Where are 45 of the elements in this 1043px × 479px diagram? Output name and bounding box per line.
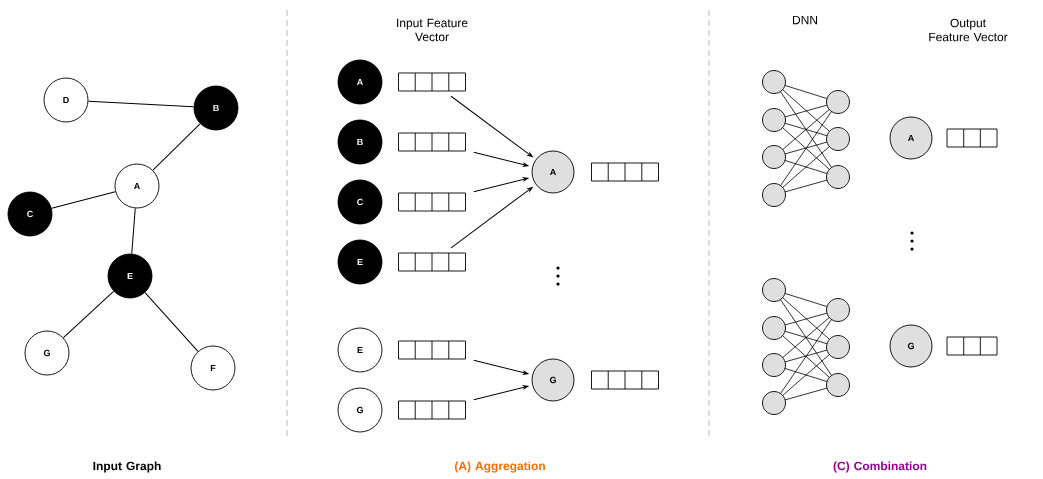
- arrow: [473, 359, 529, 375]
- feature-vector: [398, 132, 466, 152]
- graph-node: G: [889, 324, 933, 368]
- graph-node: E: [337, 327, 383, 373]
- panel-caption: (A) Aggregation: [454, 461, 545, 473]
- panel-caption: (C) Combination: [833, 461, 927, 473]
- graph-node: E: [107, 253, 153, 299]
- graph-node: G: [531, 358, 575, 402]
- graph-node: G: [24, 330, 70, 376]
- edge-line: [51, 191, 116, 209]
- feature-vector: [591, 370, 659, 390]
- graph-node: B: [193, 85, 239, 131]
- graph-node: A: [889, 116, 933, 160]
- column-heading: DNN: [793, 15, 817, 25]
- graph-node: B: [337, 119, 383, 165]
- feature-vector: [946, 336, 998, 356]
- column-heading: Input Feature Vector: [397, 18, 468, 42]
- graph-node: A: [531, 150, 575, 194]
- arrow: [473, 151, 529, 167]
- feature-vector: [591, 162, 659, 182]
- graph-node: A: [114, 163, 160, 209]
- feature-vector: [946, 128, 998, 148]
- edge-line: [131, 207, 136, 255]
- feature-vector: [398, 340, 466, 360]
- arrow: [473, 177, 529, 193]
- graph-node: C: [337, 179, 383, 225]
- edge-line: [62, 290, 115, 339]
- arrow: [450, 95, 533, 157]
- column-heading: Output Feature Vector: [929, 18, 1008, 42]
- panel-caption: Input Graph: [93, 461, 161, 473]
- graph-node: E: [337, 239, 383, 285]
- graph-node: G: [337, 387, 383, 433]
- graph-node: C: [7, 191, 53, 237]
- arrow: [473, 385, 529, 401]
- graph-node: F: [190, 345, 236, 391]
- feature-vector: [398, 192, 466, 212]
- graph-node: A: [337, 59, 383, 105]
- feature-vector: [398, 72, 466, 92]
- feature-vector: [398, 400, 466, 420]
- feature-vector: [398, 252, 466, 272]
- graph-node: D: [43, 77, 89, 123]
- edge-line: [152, 123, 201, 171]
- arrow: [450, 187, 533, 249]
- edge-line: [144, 292, 199, 352]
- edge-line: [87, 100, 195, 108]
